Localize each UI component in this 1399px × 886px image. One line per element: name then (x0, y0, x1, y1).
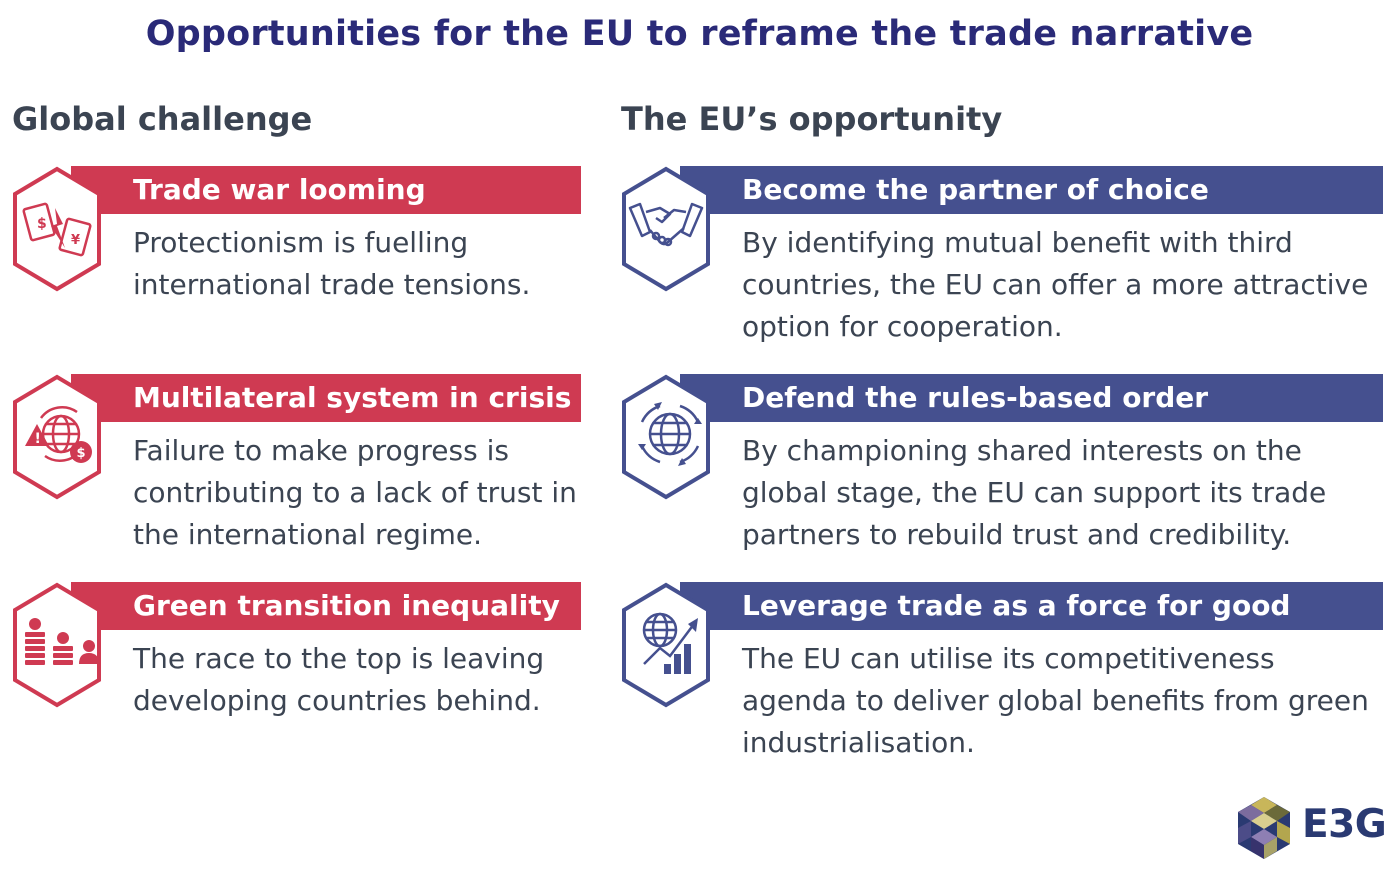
eu-opportunity-heading: The EU’s opportunity (621, 100, 1003, 138)
svg-text:$: $ (37, 216, 47, 232)
challenge-title: Green transition inequality (71, 582, 581, 630)
opportunity-body: The EU can utilise its competitiveness a… (742, 642, 1369, 759)
challenge-card-trade-war: Trade war looming $ ¥ Protectionism is f… (11, 166, 581, 366)
globe-warning-icon: ! $ (13, 374, 101, 500)
opportunity-title: Become the partner of choice (680, 166, 1383, 214)
opportunity-card-force-for-good: Leverage trade as a force for good The E… (620, 582, 1383, 782)
challenge-card-green-inequality: Green transition inequality The race to … (11, 582, 581, 782)
challenge-title: Trade war looming (71, 166, 581, 214)
challenge-body: Failure to make progress is contributing… (133, 434, 577, 551)
challenge-body: Protectionism is fuelling international … (133, 226, 531, 301)
svg-text:¥: ¥ (71, 233, 80, 248)
opportunity-card-partner: Become the partner of choice By identify… (620, 166, 1383, 366)
handshake-icon (622, 166, 710, 292)
svg-text:!: ! (35, 431, 41, 447)
opportunity-card-rules-order: Defend the rules-based order By champion… (620, 374, 1383, 574)
globe-arrows-icon (622, 374, 710, 500)
opportunity-body: By identifying mutual benefit with third… (742, 226, 1369, 343)
opportunity-title: Defend the rules-based order (680, 374, 1383, 422)
challenge-body: The race to the top is leaving developin… (133, 642, 545, 717)
page-title: Opportunities for the EU to reframe the … (145, 14, 1254, 54)
inequality-people-icon (13, 582, 101, 708)
challenge-card-multilateral: Multilateral system in crisis ! $ Failur… (11, 374, 581, 574)
opportunity-body: By championing shared interests on the g… (742, 434, 1327, 551)
e3g-logo-icon (1238, 797, 1290, 859)
globe-growth-chart-icon (622, 582, 710, 708)
currency-conflict-icon: $ ¥ (13, 166, 101, 292)
svg-text:$: $ (77, 446, 86, 461)
global-challenge-heading: Global challenge (12, 100, 313, 138)
challenge-title: Multilateral system in crisis (71, 374, 581, 422)
e3g-logo-text: E3G (1302, 802, 1387, 847)
opportunity-title: Leverage trade as a force for good (680, 582, 1383, 630)
